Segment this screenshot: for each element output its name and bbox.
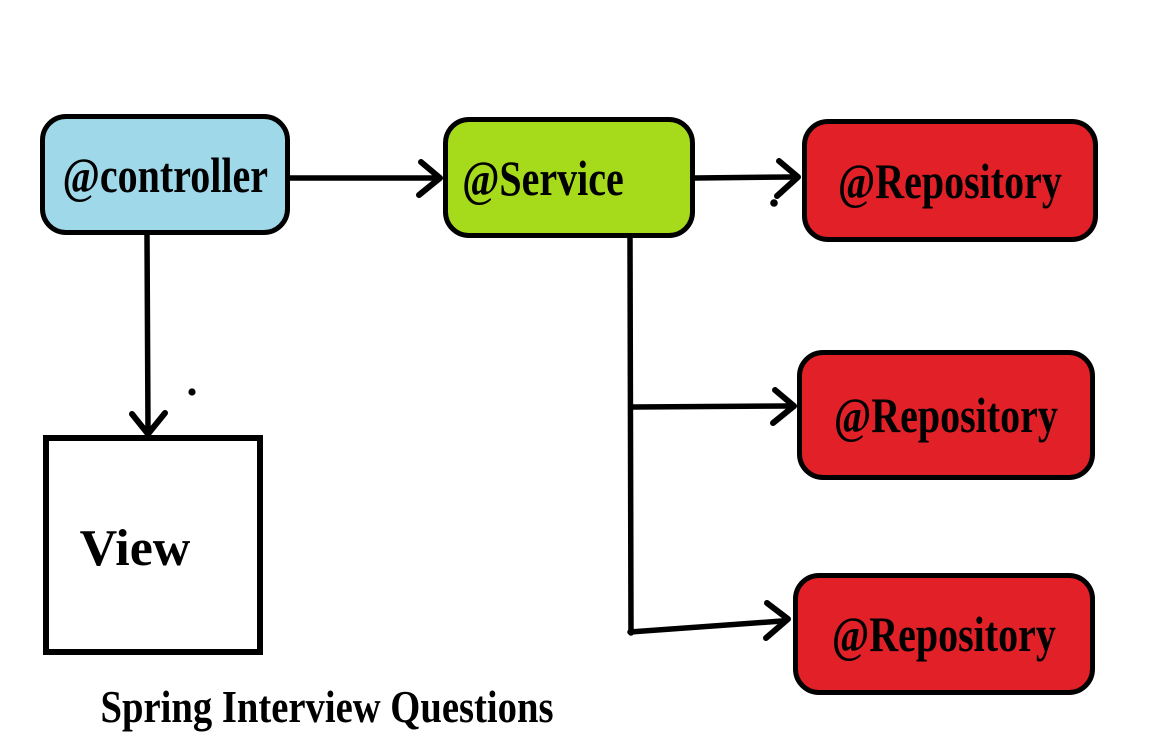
arrow-controller-to-view-line xyxy=(144,232,151,432)
arrow-service-to-repository3-line xyxy=(627,618,785,635)
node-repository-2-label: @Repository xyxy=(834,387,1058,443)
node-repository-3-label: @Repository xyxy=(832,606,1056,662)
node-service: @Service xyxy=(443,117,695,238)
arrowhead-service-to-repository2 xyxy=(770,387,797,426)
arrowhead-service-to-repository1 xyxy=(774,158,801,199)
node-repository-1-label: @Repository xyxy=(838,152,1062,209)
arrow-service-to-repository1-line xyxy=(692,174,795,181)
node-controller-label: @controller xyxy=(62,146,268,203)
node-repository-3: @Repository xyxy=(793,573,1095,695)
ink-dot-left xyxy=(188,388,196,396)
diagram-title: Spring Interview Questions xyxy=(100,681,554,732)
node-controller: @controller xyxy=(40,114,290,235)
arrowhead-service-to-repository3 xyxy=(763,600,791,641)
ink-dot-right xyxy=(770,199,778,207)
node-repository-2: @Repository xyxy=(797,350,1095,480)
arrowhead-controller-to-service xyxy=(416,159,443,198)
node-view-label: View xyxy=(79,520,191,577)
node-repository-1: @Repository xyxy=(802,119,1098,242)
arrow-service-to-repository2-line xyxy=(628,403,792,410)
arrowhead-controller-to-view xyxy=(129,410,168,437)
arrow-service-trunk-line xyxy=(627,235,634,636)
node-service-label: @Service xyxy=(462,149,624,206)
node-view: View xyxy=(43,435,263,655)
